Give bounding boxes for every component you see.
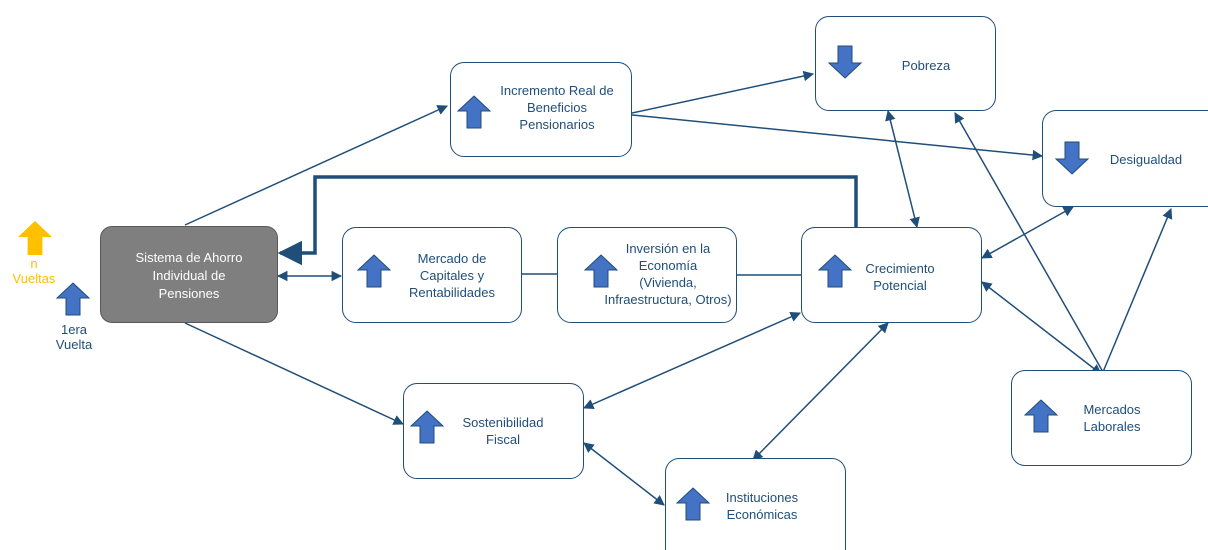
down-arrow-icon [828,45,862,79]
node-inversion-economia-label: Inversión en la Economía (Vivienda, Infr… [604,241,732,307]
edge-feedback-loop [277,175,858,266]
up-arrow-icon [357,254,391,288]
node-inversion-economia[interactable]: Inversión en la Economía (Vivienda, Infr… [557,227,737,323]
node-desigualdad-label: Desigualdad [1109,152,1183,167]
up-arrow-icon [457,95,491,129]
node-sistema-ahorro[interactable]: Sistema de Ahorro Individual de Pensione… [100,226,278,323]
legend-n-vueltas-up-arrow-icon [18,221,52,255]
edge-incremento-pobreza [631,70,815,114]
edge-crecimiento-desigualdad [981,206,1074,259]
edge-laborales-desigualdad [1102,208,1173,373]
up-arrow-icon [410,410,444,444]
edge-crecimiento-instituciones [752,322,889,461]
node-incremento-beneficios-label: Incremento Real de Beneficios Pensionari… [500,83,614,132]
up-arrow-icon [818,254,852,288]
node-sostenibilidad-fiscal-label: Sostenibilidad Fiscal [462,415,544,447]
node-mercado-capitales-label: Mercado de Capitales y Rentabilidades [408,251,495,300]
edge-pobreza-crecimiento [885,109,920,229]
node-instituciones-economicas-label: Instituciones Económicas [725,490,799,522]
node-sistema-ahorro-label: Sistema de Ahorro Individual de Pensione… [135,250,243,301]
node-crecimiento-potencial[interactable]: Crecimiento Potencial [801,227,982,323]
up-arrow-icon [676,487,710,521]
node-incremento-beneficios[interactable]: Incremento Real de Beneficios Pensionari… [450,62,632,157]
edge-crecimiento-laborales [981,281,1102,375]
node-pobreza-label: Pobreza [901,58,951,73]
edge-sistema-incremento [184,105,448,226]
legend-first-vuelta-up-arrow-icon [55,282,91,316]
down-arrow-icon [1055,141,1089,175]
node-instituciones-economicas[interactable]: Instituciones Económicas [665,458,846,550]
node-sostenibilidad-fiscal[interactable]: Sostenibilidad Fiscal [403,383,584,479]
up-arrow-icon [584,254,618,288]
node-mercados-laborales[interactable]: Mercados Laborales [1011,370,1192,466]
edge-crecimiento-sostenibilidad [583,311,801,410]
node-pobreza[interactable]: Pobreza [815,16,996,111]
node-mercado-capitales[interactable]: Mercado de Capitales y Rentabilidades [342,227,522,323]
node-mercados-laborales-label: Mercados Laborales [1083,402,1141,434]
edge-sostenibilidad-instituciones [583,442,665,506]
node-crecimiento-potencial-label: Crecimiento Potencial [865,261,935,293]
legend-first-vuelta-label: 1era Vuelta [55,322,93,352]
up-arrow-icon [1024,399,1058,433]
edge-sistema-sostenibilidad [184,322,404,425]
edge-incremento-desigualdad [631,114,1044,161]
node-desigualdad[interactable]: Desigualdad [1042,110,1208,207]
legend-n-vueltas-label: n Vueltas [12,256,56,286]
